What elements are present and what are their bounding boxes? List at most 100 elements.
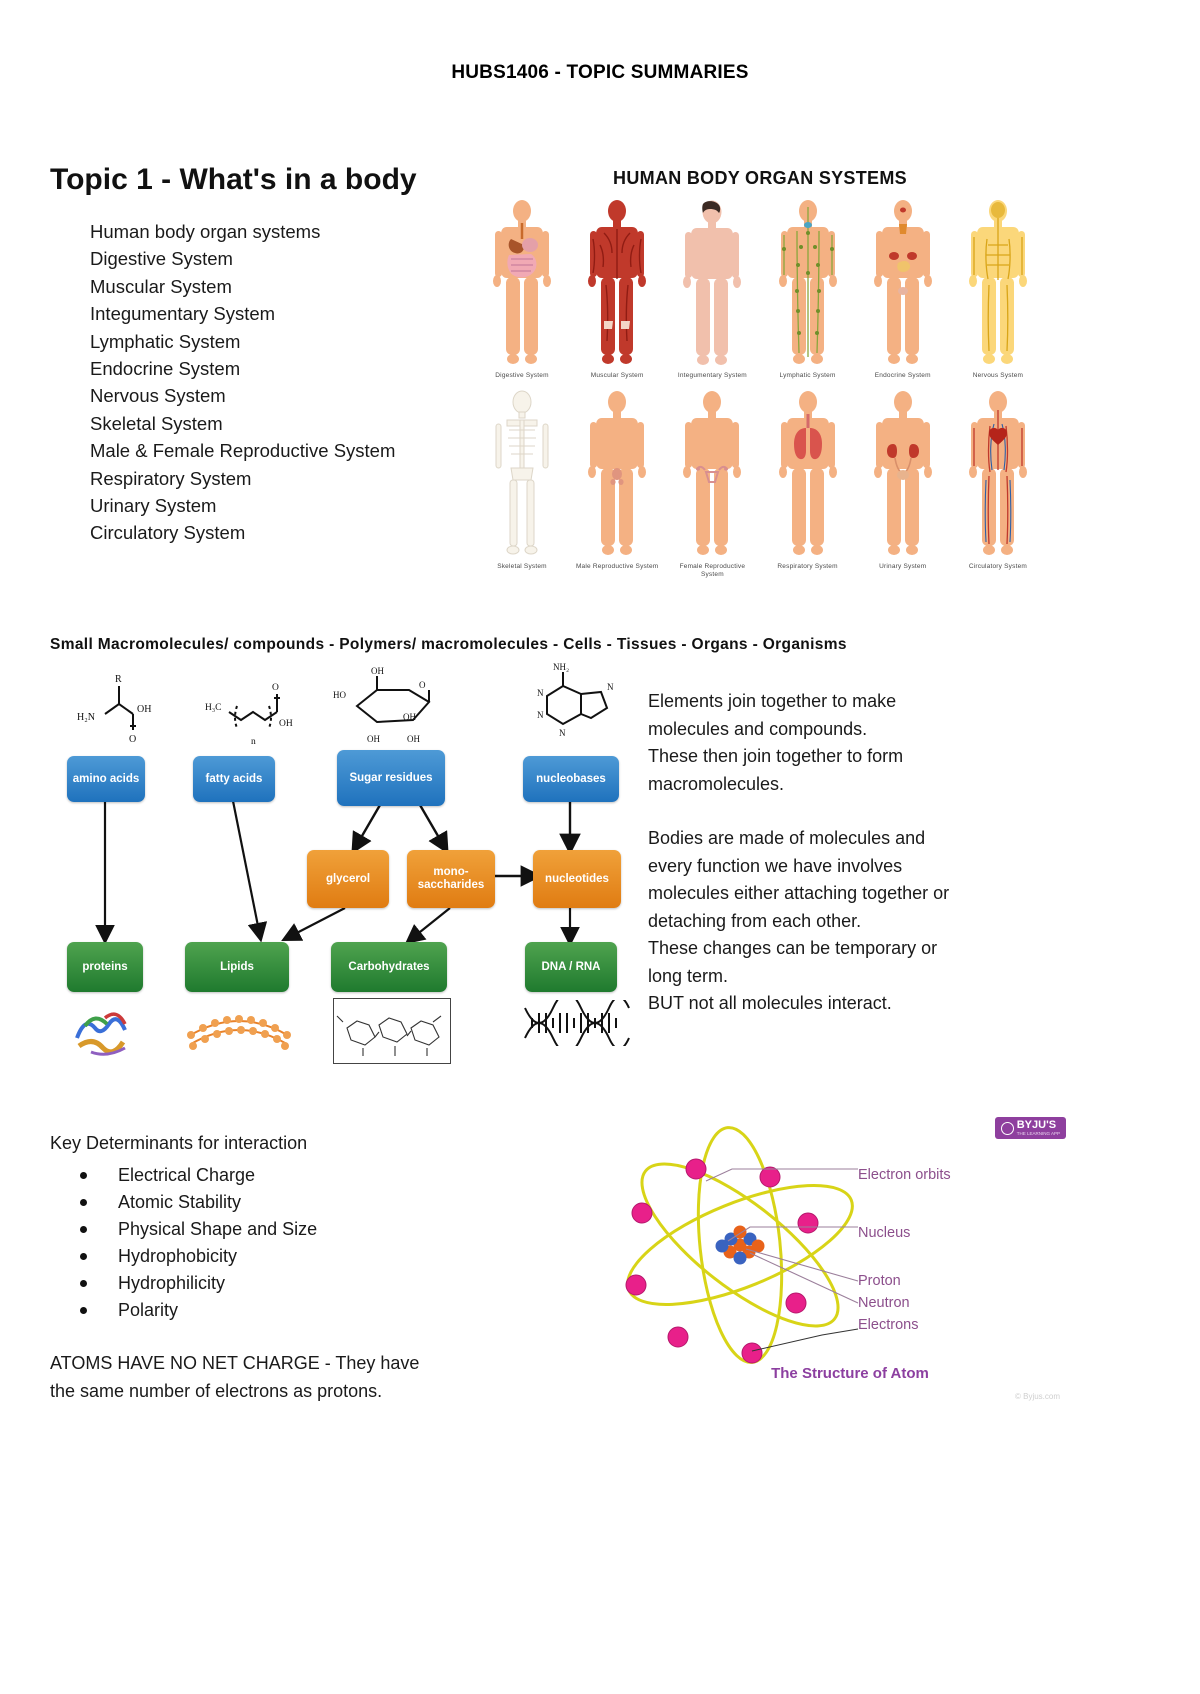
list-item: Integumentary System bbox=[90, 303, 276, 325]
figure-title: HUMAN BODY ORGAN SYSTEMS bbox=[613, 168, 907, 188]
list-item: Male & Female Reproductive System bbox=[90, 440, 396, 462]
list-item: Human body organ systems bbox=[90, 221, 321, 242]
macromolecule-explanation: Elements join together to make molecules… bbox=[648, 688, 1008, 1018]
nervous-system-icon bbox=[968, 200, 1027, 364]
organ-figure-row-1: Digestive System bbox=[470, 199, 1050, 380]
macromolecule-flow-diagram: R H₂N OH O H₃C OH O n OH HO O OH bbox=[55, 662, 630, 1088]
organ-systems-figure: HUMAN BODY ORGAN SYSTEMS bbox=[470, 160, 1050, 580]
figure-caption: Male Reproductive System bbox=[575, 563, 659, 570]
key-determinants-list: Electrical Charge Atomic Stability Physi… bbox=[80, 1162, 500, 1324]
organ-figure-row-2: Skeletal System bbox=[470, 390, 1050, 579]
list-item: Respiratory System bbox=[90, 467, 252, 489]
lipid-bilayer-icon bbox=[187, 1015, 291, 1050]
svg-text:OH: OH bbox=[407, 734, 420, 744]
list-item: Muscular System bbox=[90, 275, 232, 297]
flow-node-dna-rna[interactable]: DNA / RNA bbox=[525, 942, 617, 992]
urinary-system-icon bbox=[873, 391, 932, 555]
paragraph-line: every function we have involves bbox=[648, 855, 903, 876]
list-item: Physical Shape and Size bbox=[80, 1216, 500, 1243]
organ-figure-cell: Integumentary System bbox=[668, 199, 756, 380]
flow-node-nucleobases[interactable]: nucleobases bbox=[523, 756, 619, 802]
atom-charge-note: ATOMS HAVE NO NET CHARGE - They have the… bbox=[50, 1350, 510, 1405]
atom-figure-caption: The Structure of Atom bbox=[771, 1365, 929, 1382]
list-item: Nervous System bbox=[90, 385, 226, 407]
note-line: the same number of electrons as protons. bbox=[50, 1380, 383, 1401]
key-determinants-title: Key Determinants for interaction bbox=[50, 1133, 308, 1153]
byjus-brand-name: BYJU'S bbox=[1016, 1119, 1057, 1131]
figure-caption: Nervous System bbox=[972, 372, 1024, 379]
atom-figure-watermark: © Byjus.com bbox=[1014, 1392, 1060, 1401]
organ-figure-cell: Skeletal System bbox=[478, 390, 566, 579]
svg-text:O: O bbox=[419, 680, 426, 690]
flow-node-amino-acids[interactable]: amino acids bbox=[67, 756, 145, 802]
endocrine-system-icon bbox=[873, 200, 932, 364]
byjus-tagline: THE LEARNING APP bbox=[1016, 1131, 1060, 1136]
paragraph-line: macromolecules. bbox=[648, 773, 785, 794]
atom-label-nucleus: Nucleus bbox=[858, 1225, 911, 1241]
flow-node-proteins[interactable]: proteins bbox=[67, 942, 143, 992]
respiratory-system-icon bbox=[778, 391, 837, 555]
svg-text:N: N bbox=[607, 682, 614, 692]
organ-figure-cell: Male Reproductive System bbox=[573, 390, 661, 579]
circulatory-system-icon bbox=[968, 391, 1027, 555]
paragraph-line: long term. bbox=[648, 965, 729, 986]
svg-text:O: O bbox=[129, 734, 136, 745]
svg-text:N: N bbox=[537, 710, 544, 720]
flow-node-carbohydrates[interactable]: Carbohydrates bbox=[331, 942, 447, 992]
flow-node-glycerol[interactable]: glycerol bbox=[307, 850, 389, 908]
organ-figure-cell: Respiratory System bbox=[764, 390, 852, 579]
svg-text:OH: OH bbox=[279, 719, 293, 729]
fatty-acid-structure-icon: H₃C OH O n bbox=[205, 683, 293, 747]
document-title: HUBS1406 - TOPIC SUMMARIES bbox=[451, 62, 749, 83]
flow-node-monosaccharides[interactable]: mono-saccharides bbox=[407, 850, 495, 908]
figure-caption: Integumentary System bbox=[677, 372, 747, 379]
svg-text:N: N bbox=[559, 728, 566, 738]
svg-text:NH₂: NH₂ bbox=[553, 662, 569, 672]
atom-label-electrons: Electrons bbox=[858, 1317, 919, 1333]
figure-caption: Muscular System bbox=[590, 372, 644, 379]
figure-caption: Lymphatic System bbox=[779, 372, 836, 379]
figure-caption: Endocrine System bbox=[874, 372, 931, 379]
digestive-system-icon bbox=[493, 200, 551, 364]
paragraph-line: Elements join together to make bbox=[648, 691, 897, 711]
flow-node-nucleotides[interactable]: nucleotides bbox=[533, 850, 621, 908]
paragraph-line: detaching from each other. bbox=[648, 910, 862, 931]
svg-text:H₃C: H₃C bbox=[205, 703, 222, 713]
list-item: Hydrophobicity bbox=[80, 1243, 500, 1270]
skeletal-system-icon bbox=[495, 390, 549, 555]
organ-system-list: Human body organ systems Digestive Syste… bbox=[50, 218, 510, 547]
organ-figure-cell: Endocrine System bbox=[859, 199, 947, 380]
list-item: Endocrine System bbox=[90, 358, 241, 380]
paragraph-line: Bodies are made of molecules and bbox=[648, 828, 926, 848]
list-item: Polarity bbox=[80, 1297, 500, 1324]
amino-acid-structure-icon: R H₂N OH O bbox=[77, 674, 151, 745]
paragraph-line: These then join together to form bbox=[648, 746, 904, 766]
byjus-ring-icon bbox=[1000, 1121, 1014, 1135]
organ-figure-cell: Digestive System bbox=[478, 199, 566, 380]
paragraph-line: molecules and compounds. bbox=[648, 718, 868, 739]
list-item: Circulatory System bbox=[90, 522, 246, 544]
macromolecule-heading: Small Macromolecules/ compounds - Polyme… bbox=[50, 636, 847, 653]
svg-text:N: N bbox=[537, 688, 544, 698]
atom-diagram bbox=[625, 1126, 859, 1364]
atom-label-proton: Proton bbox=[858, 1273, 901, 1289]
figure-caption: Urinary System bbox=[879, 563, 927, 570]
figure-caption: Digestive System bbox=[495, 372, 549, 379]
integumentary-system-icon bbox=[683, 200, 742, 365]
flow-node-sugar-residues[interactable]: Sugar residues bbox=[337, 750, 445, 806]
organ-figure-cell: Circulatory System bbox=[954, 390, 1042, 579]
note-line: ATOMS HAVE NO NET CHARGE - They have bbox=[50, 1353, 420, 1373]
list-item: Electrical Charge bbox=[80, 1162, 500, 1189]
figure-caption: Skeletal System bbox=[497, 563, 547, 570]
list-item: Lymphatic System bbox=[90, 330, 241, 352]
flow-node-fatty-acids[interactable]: fatty acids bbox=[193, 756, 275, 802]
topic-heading: Topic 1 - What's in a body bbox=[50, 163, 417, 196]
atom-label-neutron: Neutron bbox=[858, 1295, 910, 1311]
paragraph-line: These changes can be temporary or bbox=[648, 938, 938, 958]
flow-node-lipids[interactable]: Lipids bbox=[185, 942, 289, 992]
svg-text:OH: OH bbox=[367, 734, 380, 744]
organ-figure-cell: Urinary System bbox=[859, 390, 947, 579]
atom-label-electron-orbits: Electron orbits bbox=[858, 1167, 951, 1183]
nucleobase-structure-icon: NH₂ N N N N bbox=[537, 662, 614, 738]
